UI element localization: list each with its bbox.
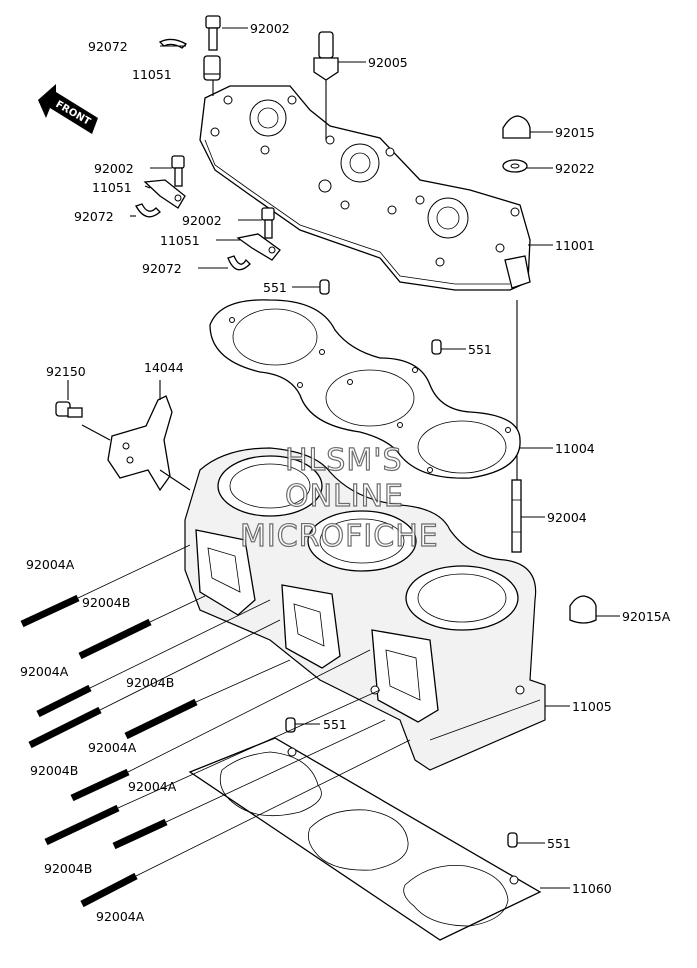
label-11051[interactable]: 11051 [92,180,132,195]
label-11051[interactable]: 11051 [160,233,200,248]
label-11001[interactable]: 11001 [555,238,595,253]
label-92015[interactable]: 92015 [555,125,595,140]
front-arrow-icon: FRONT [38,84,98,134]
label-92004A[interactable]: 92004A [88,740,137,755]
head-gasket[interactable] [209,299,521,479]
label-92004B[interactable]: 92004B [44,861,92,876]
base-gasket[interactable] [188,737,542,941]
label-11005[interactable]: 11005 [572,699,612,714]
bracket-14044[interactable] [107,395,191,492]
bolt-92002-top[interactable] [203,15,221,96]
part-labels: 92002 92072 11051 92005 92015 92022 9200… [20,21,671,924]
bolt-92002-mid[interactable] [135,155,186,218]
label-92004A[interactable]: 92004A [96,909,145,924]
cylinder-head[interactable] [199,85,531,291]
label-11060[interactable]: 11060 [572,881,612,896]
cap-nut-92015A[interactable] [569,595,597,624]
label-92004B[interactable]: 92004B [126,675,174,690]
label-92005[interactable]: 92005 [368,55,408,70]
dowel-551-c[interactable] [285,717,296,733]
label-551[interactable]: 551 [263,280,287,295]
label-92150[interactable]: 92150 [46,364,86,379]
label-551[interactable]: 551 [547,836,571,851]
dowel-551-d[interactable] [507,832,518,848]
label-92004A[interactable]: 92004A [26,557,75,572]
label-92004B[interactable]: 92004B [82,595,130,610]
label-11004[interactable]: 11004 [555,441,595,456]
label-92004A[interactable]: 92004A [20,664,69,679]
label-92022[interactable]: 92022 [555,161,595,176]
watermark-line-3: MICROFICHE [240,519,439,554]
label-92002[interactable]: 92002 [250,21,290,36]
watermark-line-2: ONLINE [285,479,404,514]
clip-92072-top[interactable] [158,38,188,49]
watermark: HLSM'S ONLINE MICROFICHE [239,442,439,554]
dowel-551-b[interactable] [431,339,442,355]
label-92004[interactable]: 92004 [547,510,587,525]
label-92072[interactable]: 92072 [142,261,182,276]
cylinder-block[interactable] [184,447,546,771]
label-14044[interactable]: 14044 [144,360,184,375]
cap-nut-92015[interactable] [502,115,531,139]
label-92072[interactable]: 92072 [74,209,114,224]
label-551[interactable]: 551 [323,717,347,732]
studs-group[interactable] [20,594,198,908]
label-92015A[interactable]: 92015A [622,609,671,624]
label-551[interactable]: 551 [468,342,492,357]
washer-92022[interactable] [502,159,528,173]
bolt-92002-low[interactable] [227,207,281,271]
watermark-line-1: HLSM'S [285,443,403,478]
fitting-92005[interactable] [313,31,339,140]
label-92004B[interactable]: 92004B [30,763,78,778]
bolt-92150[interactable] [55,401,111,441]
label-11051[interactable]: 11051 [132,67,172,82]
label-92072[interactable]: 92072 [88,39,128,54]
stud-92004[interactable] [511,479,522,553]
label-92002[interactable]: 92002 [94,161,134,176]
stud-leaders [77,544,411,877]
label-92004A[interactable]: 92004A [128,779,177,794]
leader-lines [67,27,620,889]
dowel-551-a[interactable] [319,279,330,295]
label-92002[interactable]: 92002 [182,213,222,228]
